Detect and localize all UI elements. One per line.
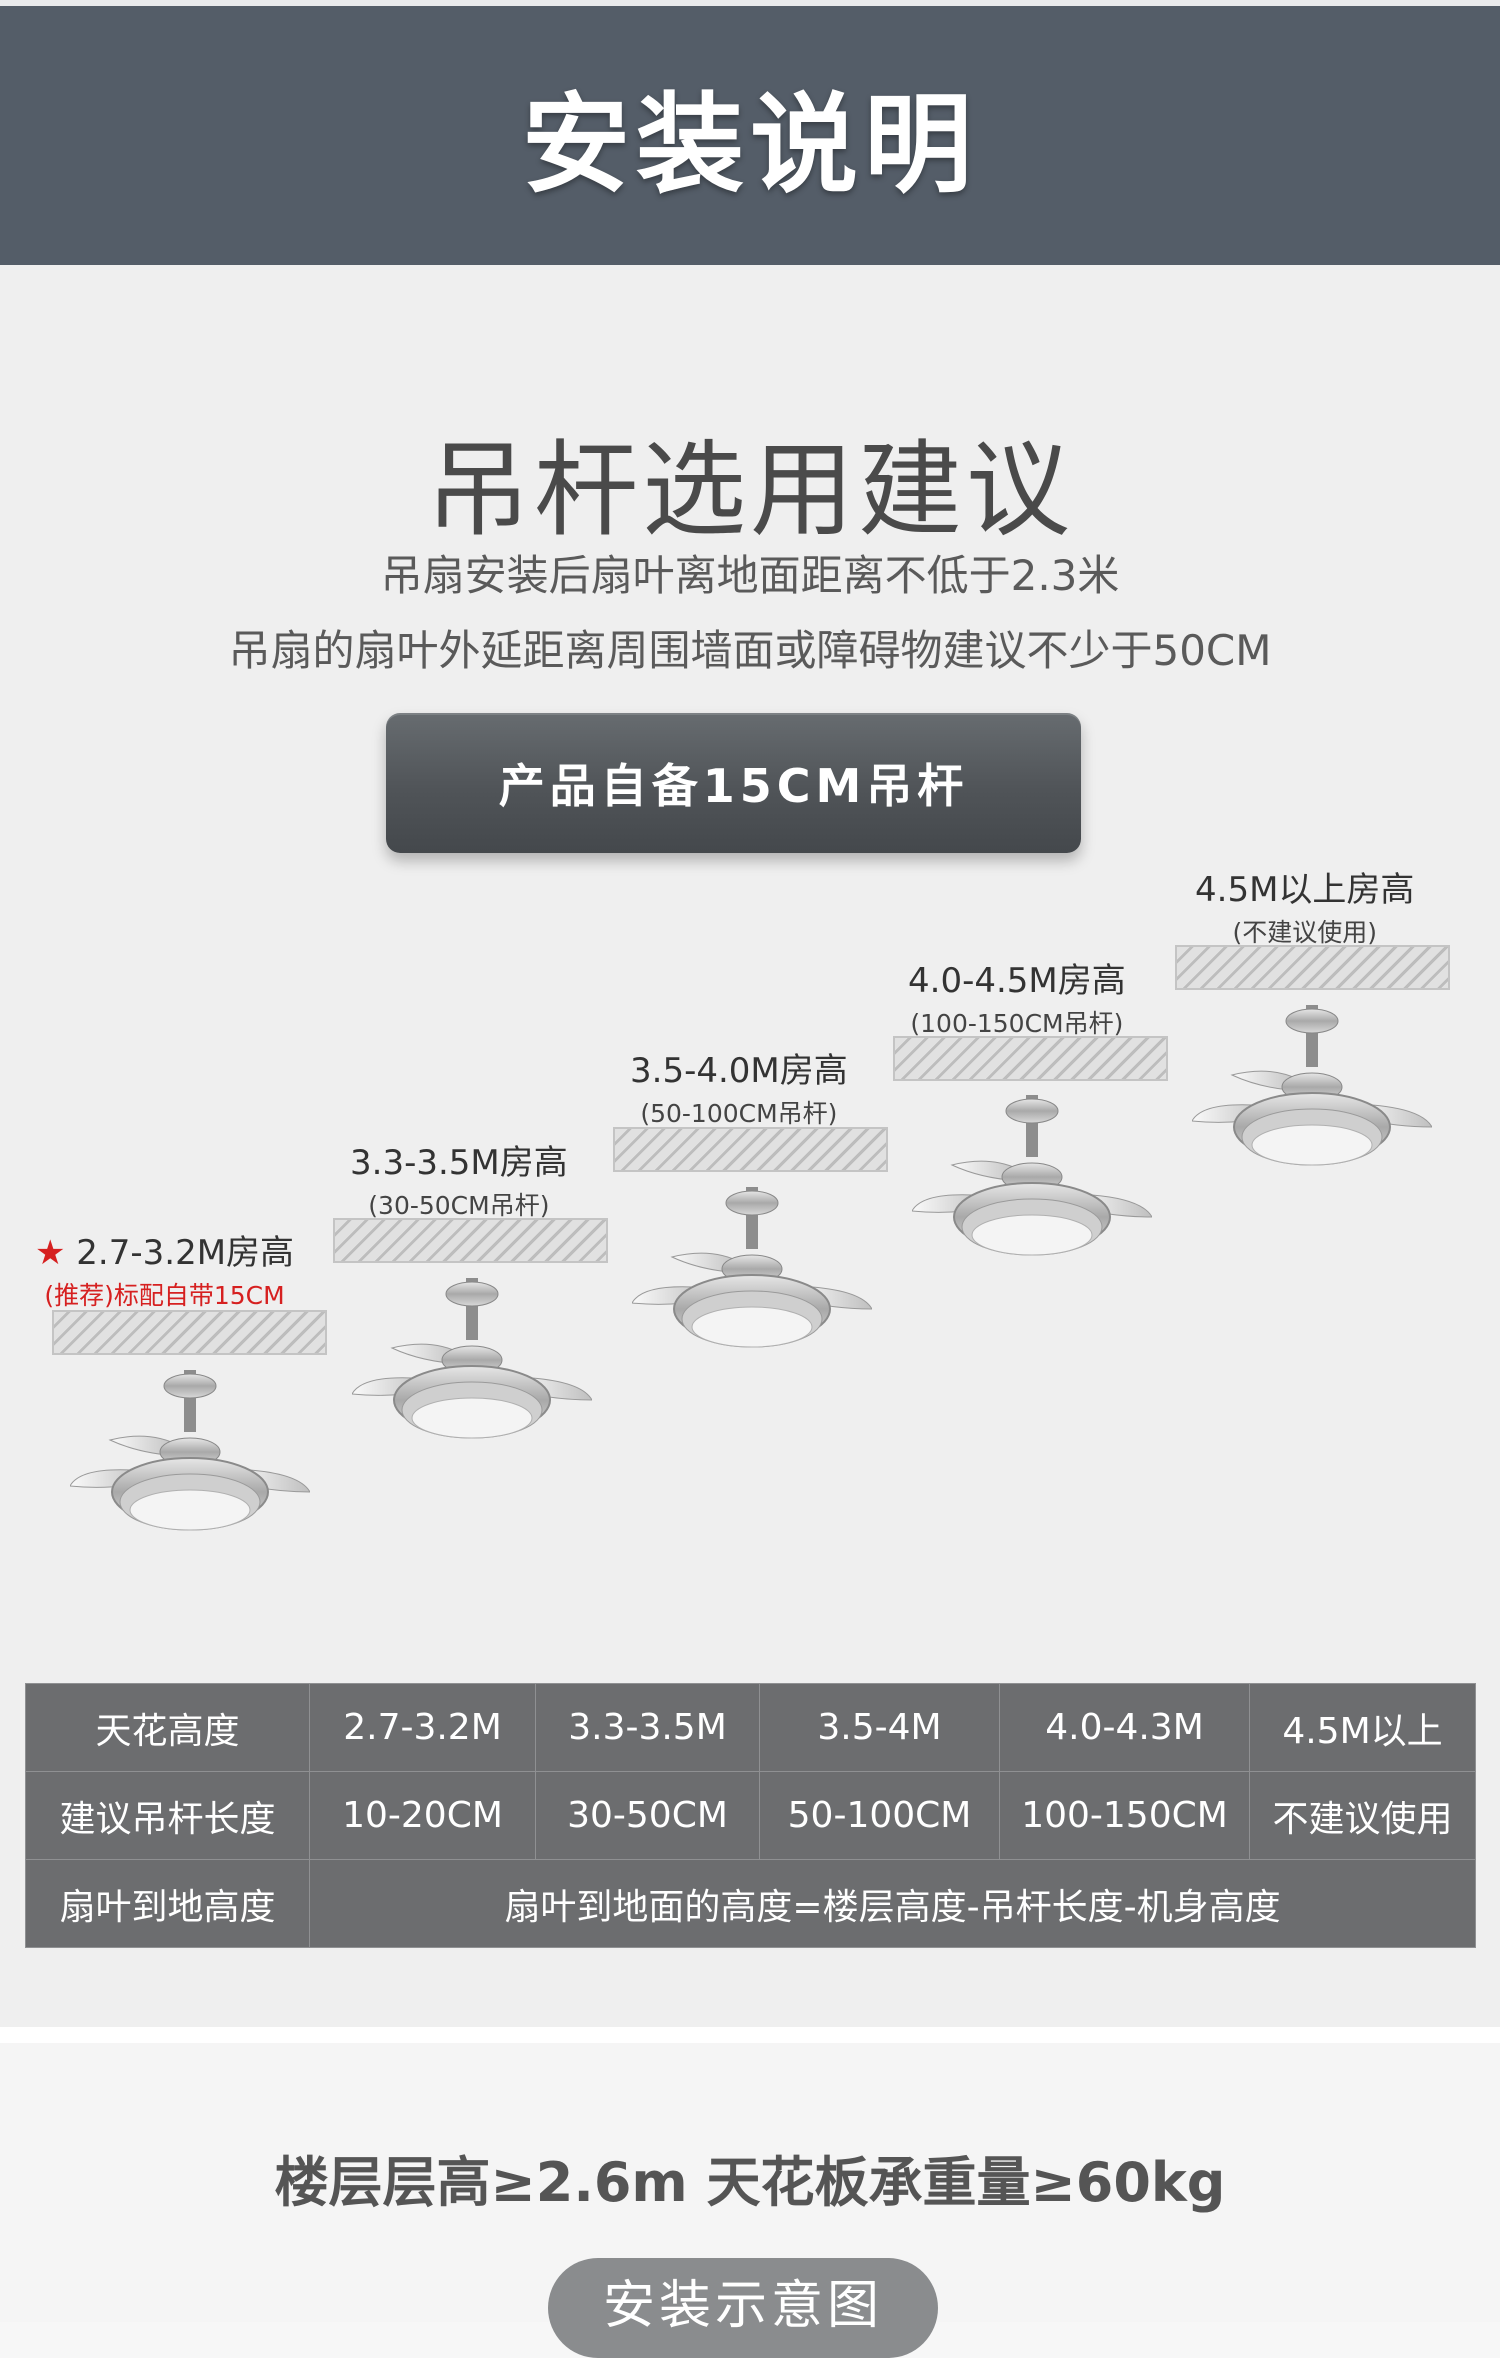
blade-wall-distance-note: 吊扇的扇叶外延距离周围墙面或障碍物建议不少于50CM [228,626,1272,675]
included-rod-badge: 产品自备15CM吊杆 [386,713,1081,853]
step-note: (100-150CM吊杆) [910,1009,1124,1038]
row-header-blade-floor-height: 扇叶到地高度 [25,1859,310,1948]
table-row: 天花高度 2.7-3.2M 3.3-3.5M 3.5-4M 4.0-4.3M 4… [25,1683,1476,1772]
table-cell: 10-20CM [309,1771,536,1860]
ceiling-hatch-3 [613,1127,888,1172]
step-height: 4.0-4.5M房高 [908,961,1126,1001]
step-label-5: 4.5M以上房高 (不建议使用) [1195,862,1414,949]
ceiling-fan-icon [1192,1005,1432,1195]
table-row: 扇叶到地高度 扇叶到地面的高度=楼层高度-吊杆长度-机身高度 [25,1859,1476,1948]
step-label-3: 3.5-4.0M房高 (50-100CM吊杆) [630,1043,848,1130]
row-header-rod-length: 建议吊杆长度 [25,1771,310,1860]
install-requirements-section: 楼层层高≥2.6m 天花板承重量≥60kg 安装示意图 [0,2043,1500,2358]
table-cell: 4.5M以上 [1249,1683,1476,1772]
table-cell: 50-100CM [759,1771,1000,1860]
step-label-1: ★ 2.7-3.2M房高 (推荐)标配自带15CM [35,1225,294,1312]
step-label-4: 4.0-4.5M房高 (100-150CM吊杆) [908,953,1126,1040]
ceiling-fan-icon [352,1278,592,1468]
step-height: 4.5M以上房高 [1195,870,1415,910]
ceiling-hatch-4 [893,1036,1168,1081]
step-height: 2.7-3.2M房高 [76,1233,295,1273]
step-height: 3.5-4.0M房高 [630,1051,848,1091]
table-row: 建议吊杆长度 10-20CM 30-50CM 50-100CM 100-150C… [25,1771,1476,1860]
step-note: (50-100CM吊杆) [640,1099,838,1128]
page-title: 安装说明 [521,82,978,208]
blade-floor-distance-note: 吊扇安装后扇叶离地面距离不低于2.3米 [380,551,1120,600]
page-header: 安装说明 [0,0,1500,265]
ceiling-hatch-5 [1175,945,1450,990]
table-cell: 不建议使用 [1249,1771,1476,1860]
step-label-2: 3.3-3.5M房高 (30-50CM吊杆) [350,1135,568,1222]
table-cell: 30-50CM [535,1771,760,1860]
table-cell: 100-150CM [999,1771,1250,1860]
floor-ceiling-requirements: 楼层层高≥2.6m 天花板承重量≥60kg [274,2151,1226,2214]
table-cell: 4.0-4.3M [999,1683,1250,1772]
ceiling-fan-icon [632,1187,872,1377]
table-cell: 3.3-3.5M [535,1683,760,1772]
ceiling-hatch-1 [52,1310,327,1355]
star-icon: ★ [35,1233,66,1273]
install-diagram-button[interactable]: 安装示意图 [548,2258,938,2358]
ceiling-hatch-2 [333,1218,608,1263]
table-cell: 3.5-4M [759,1683,1000,1772]
section-divider [0,2027,1500,2043]
step-height: 3.3-3.5M房高 [350,1143,568,1183]
rod-selection-section: 吊杆选用建议 吊扇安装后扇叶离地面距离不低于2.3米 吊扇的扇叶外延距离周围墙面… [0,265,1500,2027]
section-title: 吊杆选用建议 [425,429,1074,551]
ceiling-fan-icon [70,1370,310,1560]
rod-spec-table: 天花高度 2.7-3.2M 3.3-3.5M 3.5-4M 4.0-4.3M 4… [25,1683,1476,1948]
step-note: (不建议使用) [1232,918,1377,947]
step-note: (30-50CM吊杆) [368,1191,550,1220]
step-note: (推荐)标配自带15CM [44,1281,285,1310]
formula-cell: 扇叶到地面的高度=楼层高度-吊杆长度-机身高度 [309,1859,1476,1948]
table-cell: 2.7-3.2M [309,1683,536,1772]
ceiling-fan-icon [912,1095,1152,1285]
row-header-ceiling-height: 天花高度 [25,1683,310,1772]
